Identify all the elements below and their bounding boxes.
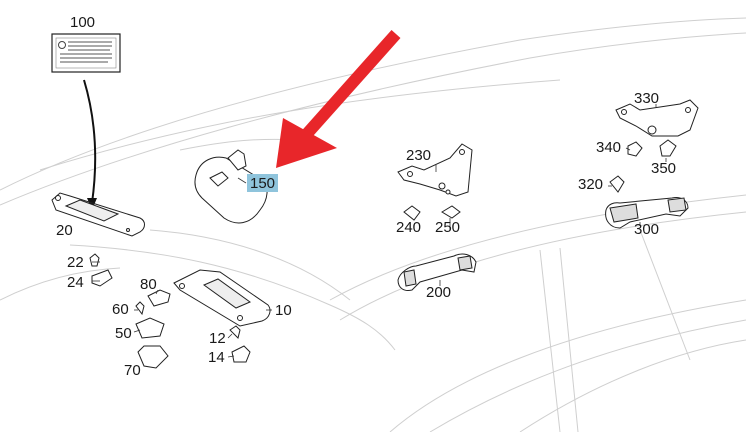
- ref-label-240: 240: [396, 219, 422, 236]
- ref-label-10: 10: [275, 302, 292, 319]
- ref-label-300: 300: [634, 221, 660, 238]
- screws-240-250: [403, 205, 461, 221]
- ref-label-14: 14: [208, 349, 225, 366]
- ref-label-22: 22: [67, 254, 84, 271]
- red-arrow: [276, 30, 401, 168]
- ref-label-320: 320: [578, 176, 604, 193]
- bracket-230: [397, 143, 473, 197]
- leader-lines: [92, 104, 667, 358]
- screws-340-350: [627, 139, 677, 157]
- ref-label-12: 12: [209, 330, 226, 347]
- sun-visor-left: [51, 192, 145, 237]
- small-clips: [89, 253, 251, 369]
- ref-label-60: 60: [112, 301, 129, 318]
- ref-label-24: 24: [67, 274, 84, 291]
- grab-handle-300: [605, 197, 689, 229]
- clip-320: [609, 175, 625, 193]
- ref-label-340: 340: [596, 139, 622, 156]
- leader-100-to-20: [83, 79, 97, 204]
- ref-label-350: 350: [651, 160, 677, 177]
- sun-visor-right: [173, 269, 271, 327]
- bracket-330: [615, 99, 699, 137]
- ref-label-230: 230: [406, 147, 432, 164]
- ref-label-50: 50: [115, 325, 132, 342]
- ref-label-80: 80: [140, 276, 157, 293]
- vehicle-body-outline: [0, 17, 746, 432]
- ref-label-250: 250: [435, 219, 461, 236]
- ref-label-70: 70: [124, 362, 141, 379]
- ref-label-330: 330: [634, 90, 660, 107]
- warning-label-part: [51, 33, 121, 73]
- ref-label-20: 20: [56, 222, 73, 239]
- ref-label-150-highlighted: 150: [247, 174, 279, 192]
- grab-handle-200: [397, 253, 477, 291]
- ref-label-200: 200: [426, 284, 452, 301]
- ref-label-100: 100: [70, 14, 96, 31]
- part-150-shape: [194, 149, 268, 224]
